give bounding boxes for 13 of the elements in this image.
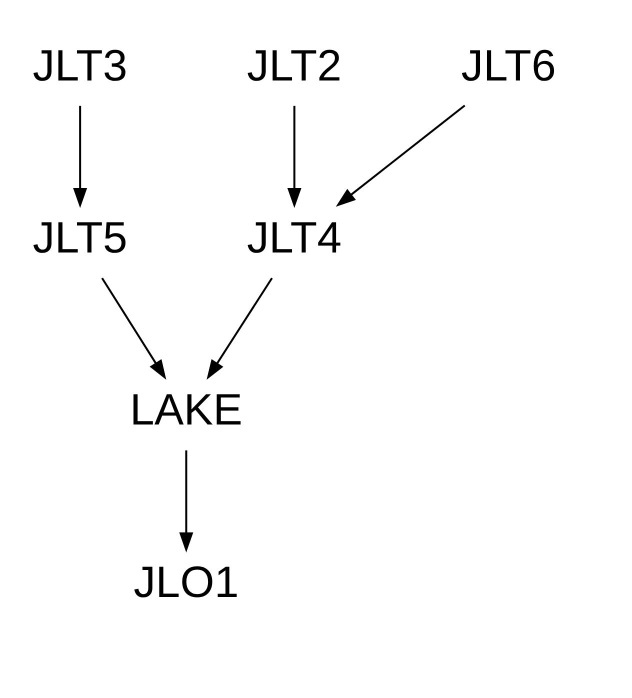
node-text: JLT4 xyxy=(247,213,342,262)
node-text: JLT6 xyxy=(461,41,556,90)
node-text: JLT2 xyxy=(247,41,342,90)
node-text: JLT3 xyxy=(32,41,128,90)
arrow xyxy=(287,106,302,208)
node-text: LAKE xyxy=(130,386,243,435)
arrow xyxy=(336,104,466,207)
arrow xyxy=(206,278,273,380)
arrow xyxy=(73,106,88,208)
node-text: JLT5 xyxy=(32,213,128,262)
arrow xyxy=(179,450,194,552)
node-text: JLO1 xyxy=(134,558,239,607)
arrow xyxy=(101,278,166,380)
